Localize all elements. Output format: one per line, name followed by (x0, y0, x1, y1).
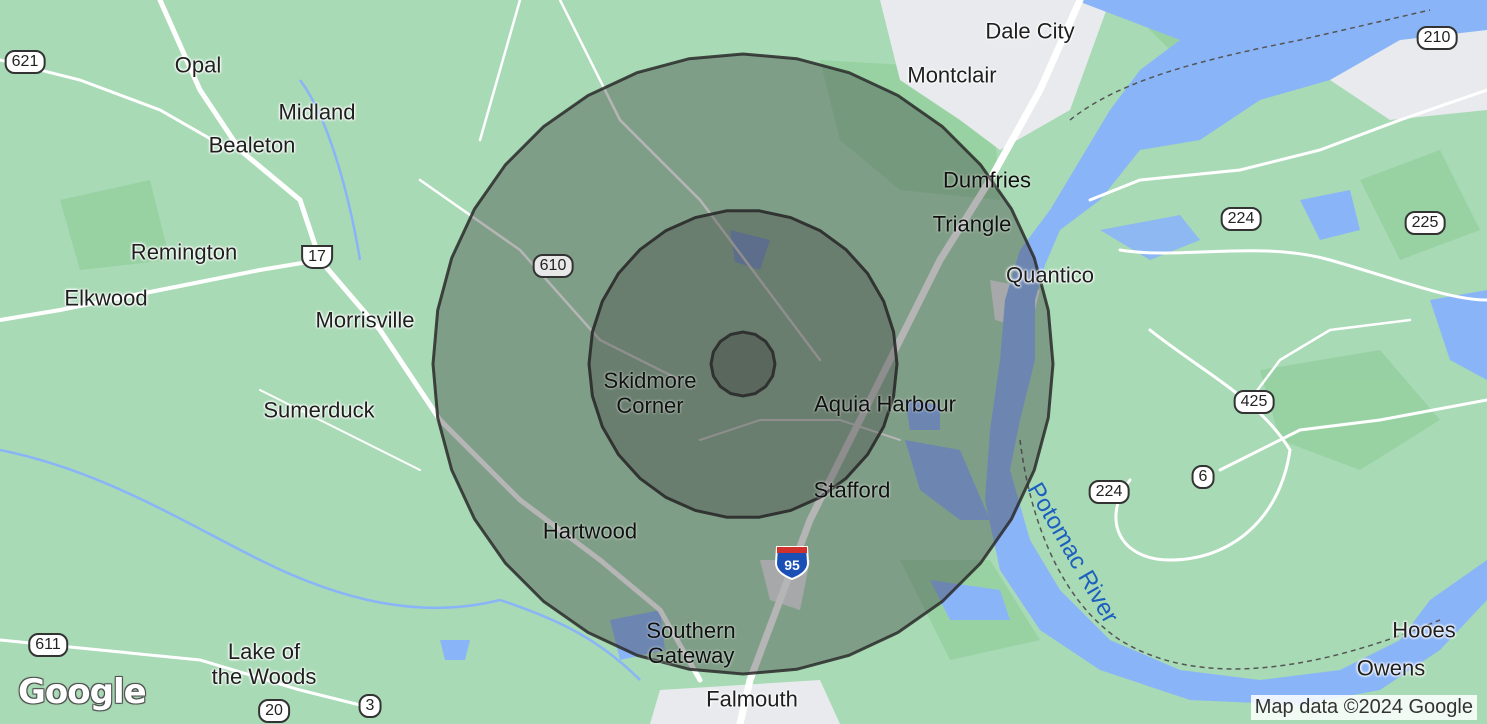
svg-text:95: 95 (784, 557, 800, 573)
place-dumfries: Dumfries (942, 167, 1032, 193)
radius-ring-outer (431, 52, 1055, 676)
route-shield-20: 20 (258, 699, 290, 723)
google-logo: Google (18, 672, 147, 712)
place-sumerduck: Sumerduck (263, 397, 375, 423)
place-southern-gateway: Southern Gateway (646, 618, 736, 668)
place-midland: Midland (278, 99, 356, 125)
place-bealeton: Bealeton (208, 132, 296, 158)
place-hooes: Hooes (1392, 617, 1456, 643)
place-skidmore-corner: Skidmore Corner (603, 368, 697, 418)
place-aquia-harbour: Aquia Harbour (814, 391, 956, 417)
radius-rings (431, 52, 1055, 676)
map-attribution[interactable]: Map data ©2024 Google (1250, 695, 1477, 720)
route-shield-6: 6 (1191, 465, 1215, 489)
place-hartwood: Hartwood (542, 518, 638, 544)
route-shield-225: 225 (1404, 211, 1446, 235)
water-bodies (440, 0, 1487, 705)
radius-ring-inner (709, 330, 777, 398)
streams (0, 79, 641, 681)
route-shield-224-north: 224 (1220, 207, 1262, 231)
place-triangle: Triangle (932, 211, 1012, 237)
route-shield-210: 210 (1416, 26, 1458, 50)
route-shield-3: 3 (358, 694, 382, 718)
place-quantico: Quantico (1005, 262, 1095, 288)
place-remington: Remington (130, 239, 238, 265)
route-shield-17: 17 (301, 245, 333, 269)
route-shield-621: 621 (4, 50, 46, 74)
place-lake-of-the-woods: Lake of the Woods (211, 639, 317, 689)
route-shield-425: 425 (1233, 390, 1275, 414)
interstate-95-shield-icon: 95 (774, 546, 810, 581)
place-montclair: Montclair (907, 62, 997, 88)
boundary-river (1019, 439, 1441, 670)
place-morrisville: Morrisville (315, 307, 415, 333)
place-opal: Opal (174, 52, 222, 78)
place-falmouth: Falmouth (706, 686, 798, 712)
place-owens: Owens (1356, 655, 1426, 681)
route-shield-610: 610 (532, 254, 574, 278)
place-stafford: Stafford (813, 477, 891, 503)
route-shield-611: 611 (28, 633, 68, 657)
radius-ring-middle (587, 209, 899, 519)
place-elkwood: Elkwood (64, 285, 148, 311)
place-dale-city: Dale City (985, 18, 1075, 44)
route-shield-224-south: 224 (1088, 480, 1130, 504)
